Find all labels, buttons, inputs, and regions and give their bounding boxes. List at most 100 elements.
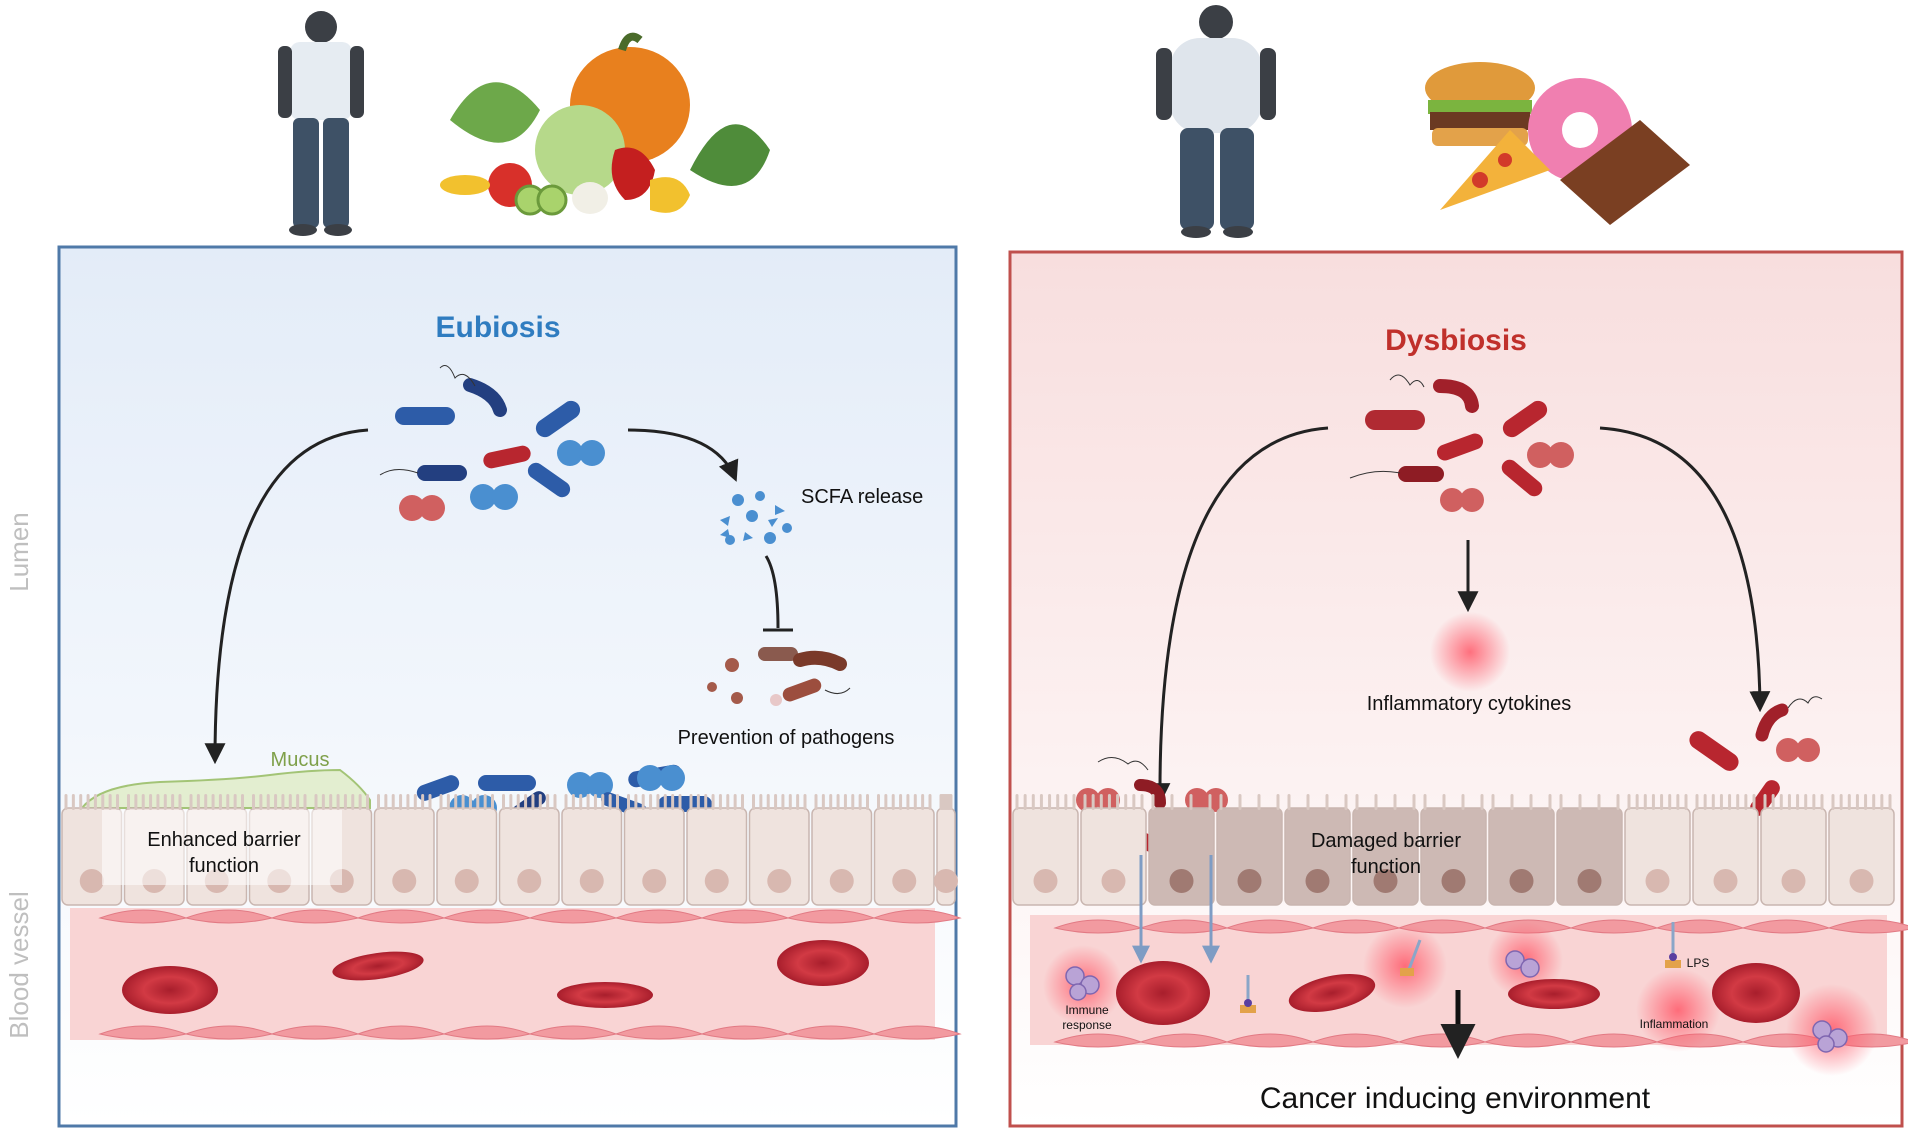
inflammatory-cytokines-label: Inflammatory cytokines — [1367, 693, 1572, 715]
microvillus — [718, 794, 722, 810]
microvillus — [491, 794, 494, 810]
microvillus — [1039, 794, 1043, 810]
microvillus — [733, 794, 737, 810]
eubiosis-title: Eubiosis — [435, 311, 560, 344]
microvillus — [141, 794, 145, 810]
microvillus — [1208, 794, 1212, 810]
epithelial-cell — [1012, 807, 1079, 906]
microvillus — [233, 794, 237, 810]
microvillus — [71, 794, 75, 810]
microvillus — [1393, 794, 1397, 810]
enhanced-barrier-label-line2: function — [189, 855, 259, 877]
cell-nucleus — [1441, 869, 1466, 893]
microvillus — [656, 794, 660, 810]
microvillus — [116, 794, 119, 810]
microvillus — [296, 794, 300, 810]
microvillus — [531, 794, 535, 810]
cell-nucleus — [934, 869, 958, 893]
microvillus — [627, 794, 630, 810]
microvillus — [877, 794, 880, 810]
epithelial-cell — [1488, 807, 1555, 906]
microvillus — [1325, 794, 1329, 810]
immune-cells-icon — [1065, 950, 1848, 1053]
microvillus — [1238, 794, 1242, 810]
microvillus — [1480, 794, 1484, 810]
microvillus — [413, 794, 417, 810]
epithelial-cell — [1760, 807, 1827, 906]
microvillus — [766, 794, 770, 810]
microvillus — [171, 794, 175, 810]
microvillus — [274, 794, 278, 810]
microvillus — [663, 794, 667, 810]
microvillus — [377, 794, 380, 810]
endothelial-cell — [872, 909, 962, 924]
microvillus — [1719, 794, 1723, 810]
cell-nucleus — [579, 869, 604, 893]
microvillus — [226, 794, 230, 810]
epithelial-cell — [1556, 807, 1623, 906]
microvillus — [1627, 794, 1631, 810]
microvillus — [1839, 794, 1843, 810]
lumen-label: Lumen — [4, 512, 34, 592]
microvillus — [79, 794, 83, 810]
microvillus — [1015, 794, 1019, 810]
microvillus — [366, 794, 369, 810]
cell-nucleus — [1713, 869, 1738, 893]
arrow-to-damaged-barrier — [1149, 426, 1329, 805]
microvillus — [1412, 794, 1416, 810]
epithelial-cell — [498, 807, 560, 906]
microvillus — [156, 794, 160, 810]
healthy-food-icon — [440, 32, 770, 216]
microvillus — [1048, 794, 1052, 810]
microvillus — [1728, 794, 1732, 810]
microvillus — [781, 794, 785, 810]
cell-nucleus — [1849, 869, 1874, 893]
cell-nucleus — [1305, 869, 1330, 893]
microvillus — [524, 794, 528, 810]
microvillus — [1461, 794, 1465, 810]
microvillus — [1091, 794, 1095, 810]
arrow-to-barrier — [204, 428, 369, 765]
microvillus — [553, 794, 557, 810]
microvillus — [836, 794, 840, 810]
lps-label: LPS — [1687, 956, 1710, 970]
microvillus — [593, 794, 597, 810]
microvillus — [384, 794, 388, 810]
microvillus — [1684, 794, 1688, 810]
microvillus — [1442, 794, 1446, 810]
microvillus — [1491, 794, 1495, 810]
microvillus — [821, 794, 825, 810]
cell-nucleus — [1645, 869, 1670, 893]
microvillus — [252, 794, 255, 810]
microvillus — [1423, 794, 1427, 810]
microvillus — [1140, 794, 1144, 810]
pathogens-icon — [707, 647, 851, 706]
microvillus — [483, 794, 487, 810]
immune-response-label-line1: Immune — [1065, 1003, 1109, 1017]
microvillus — [1651, 794, 1655, 810]
inflammation-label: Inflammation — [1640, 1017, 1709, 1031]
microvillus — [446, 794, 450, 810]
arrow-to-scfa — [627, 428, 739, 482]
microvillus — [476, 794, 480, 810]
microvillus — [64, 794, 68, 810]
microvillus — [1578, 794, 1582, 810]
microvillus — [1736, 794, 1740, 810]
microvillus — [1635, 794, 1639, 810]
red-blood-cells-right — [1116, 961, 1800, 1025]
endothelial-cell — [1827, 919, 1908, 934]
microvillus — [1771, 794, 1775, 810]
lean-person-icon — [278, 11, 364, 236]
cell-nucleus — [454, 869, 479, 893]
epithelium-right — [1012, 794, 1895, 906]
microvillus — [351, 794, 355, 810]
cell-nucleus — [517, 869, 542, 893]
microvillus — [829, 794, 833, 810]
microvillus — [343, 794, 347, 810]
cell-nucleus — [1373, 869, 1398, 893]
microvillus — [163, 794, 167, 810]
microvillus — [502, 794, 505, 810]
barrier-label-box — [102, 810, 342, 885]
epithelial-cell — [1216, 807, 1283, 906]
